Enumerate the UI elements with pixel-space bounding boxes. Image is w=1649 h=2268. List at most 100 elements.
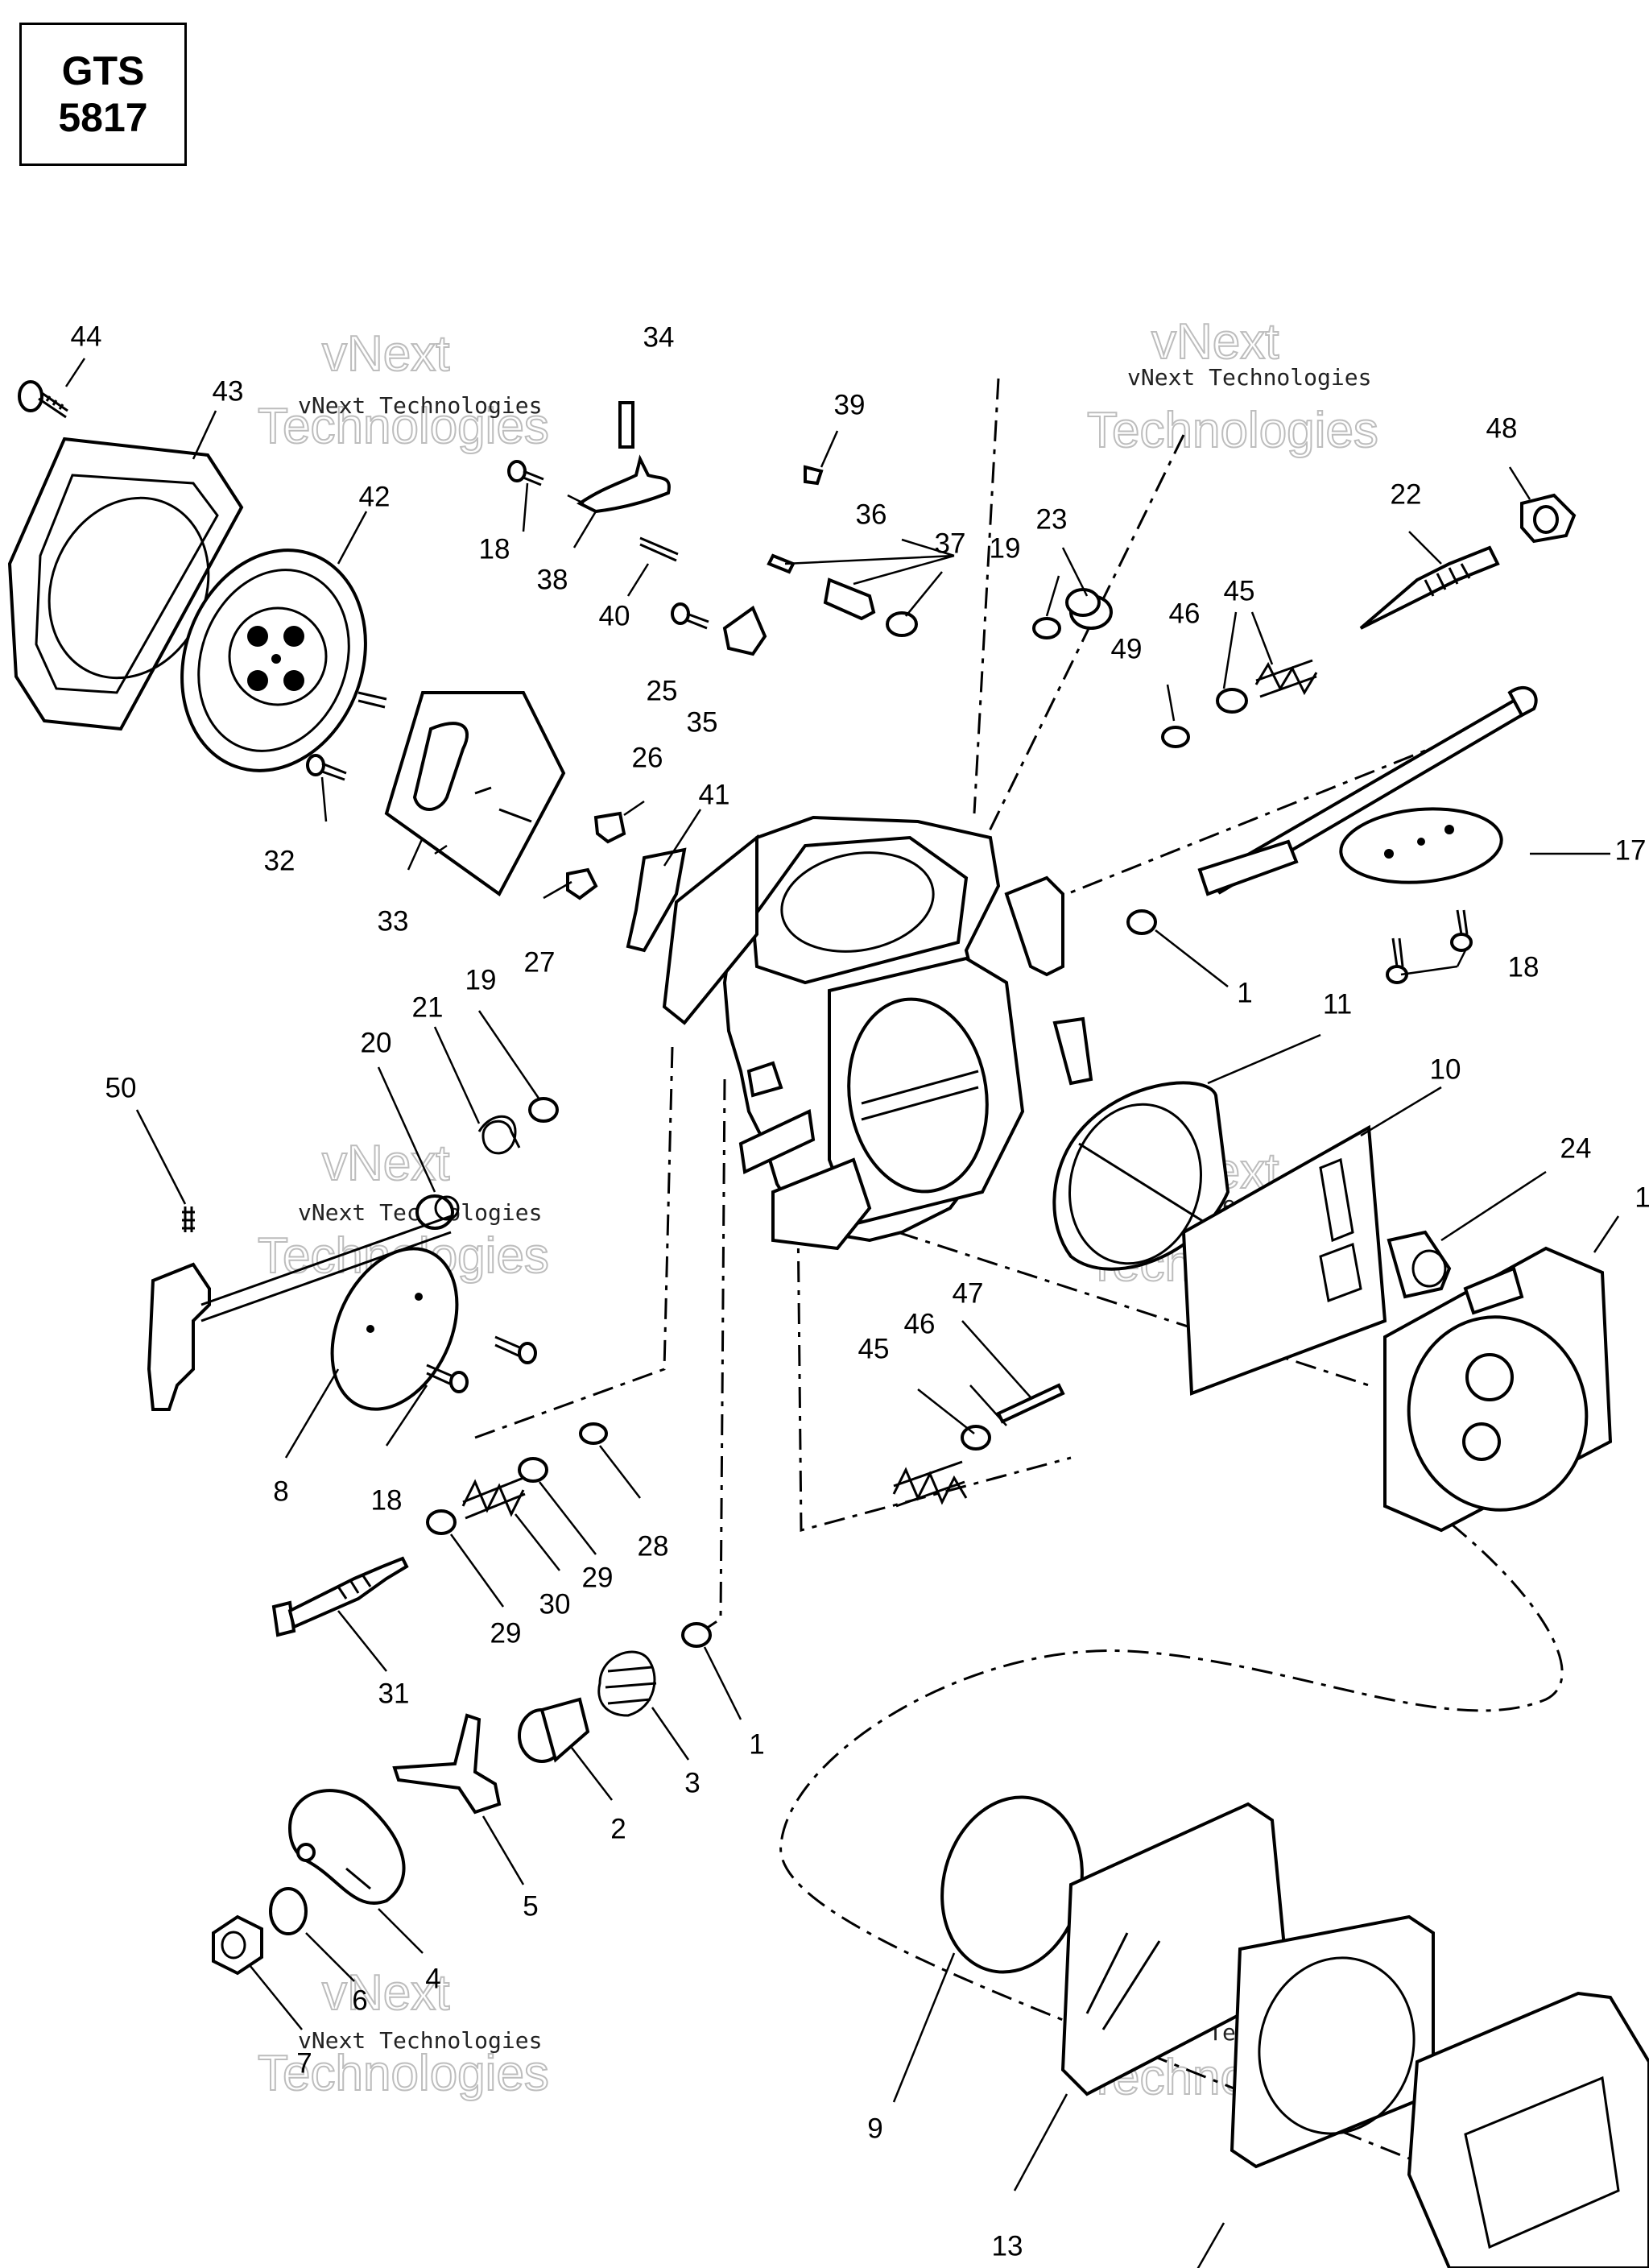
assembly-line bbox=[474, 1046, 674, 1439]
watermark-text: vNext Technologies bbox=[298, 392, 542, 419]
callout-44: 44 bbox=[71, 321, 102, 352]
watermark-bottom-left: vNext Technologies vNext Technologies bbox=[257, 1964, 550, 2102]
part-19-oring bbox=[1032, 617, 1061, 639]
callout-1-far-right: 1 bbox=[1635, 1182, 1649, 1213]
callout-48: 48 bbox=[1486, 412, 1518, 444]
part-45-spring bbox=[1254, 659, 1318, 698]
callout-8: 8 bbox=[273, 1475, 288, 1507]
assembly-line bbox=[696, 1078, 726, 1637]
part-5-lever bbox=[392, 1713, 502, 1815]
part-34-pin bbox=[618, 401, 634, 449]
callout-25: 25 bbox=[647, 675, 678, 706]
part-38-lever bbox=[577, 454, 671, 514]
callout-34: 34 bbox=[643, 321, 675, 353]
part-22-needle bbox=[1359, 545, 1500, 630]
part-19-oring-mid bbox=[528, 1097, 559, 1123]
callout-47: 47 bbox=[953, 1277, 984, 1309]
watermark-big-word: Technologies bbox=[258, 2046, 549, 2101]
callout-41: 41 bbox=[699, 779, 730, 810]
watermark-big-word: Technologies bbox=[1087, 403, 1378, 458]
callout-36: 36 bbox=[856, 499, 887, 530]
callout-29-left: 29 bbox=[490, 1617, 522, 1649]
callout-24: 24 bbox=[1560, 1132, 1592, 1164]
part-7-nut bbox=[212, 1914, 263, 1976]
callout-32: 32 bbox=[264, 845, 295, 876]
callout-17: 17 bbox=[1615, 834, 1647, 866]
part-35-clip bbox=[722, 605, 767, 656]
part-14-plate bbox=[1230, 1914, 1435, 2169]
assembly-line bbox=[973, 378, 1000, 814]
part-26-jet bbox=[593, 811, 626, 844]
part-46-washer bbox=[1216, 688, 1248, 714]
callout-43: 43 bbox=[213, 375, 244, 407]
part-39-valve bbox=[804, 465, 824, 486]
part-10-plate bbox=[1181, 1124, 1387, 1396]
watermark-top-left: vNext Technologies vNext Technologies bbox=[257, 325, 550, 455]
callout-27: 27 bbox=[524, 946, 556, 978]
watermark-top-right: vNext Technologies vNext Technologies bbox=[1086, 313, 1379, 459]
callout-39: 39 bbox=[834, 389, 866, 420]
part-46-washer-lower bbox=[961, 1425, 991, 1451]
part-48-cap bbox=[1520, 493, 1577, 544]
part-37-oring bbox=[886, 611, 918, 637]
part-8-choke-shaft bbox=[147, 1215, 459, 1411]
part-21-spring bbox=[477, 1115, 521, 1155]
watermark-big-word: Technologies bbox=[258, 399, 549, 454]
callout-37: 37 bbox=[935, 528, 966, 559]
callout-23: 23 bbox=[1036, 503, 1068, 535]
part-40-pin bbox=[639, 536, 679, 562]
assembly-line bbox=[796, 1135, 1072, 1532]
part-49-oring bbox=[1161, 726, 1190, 748]
callout-28: 28 bbox=[638, 1530, 669, 1562]
part-1-oring-lower bbox=[681, 1622, 712, 1648]
callout-22: 22 bbox=[1391, 478, 1422, 510]
callout-35: 35 bbox=[687, 706, 718, 738]
part-17-throttle-shaft bbox=[1197, 686, 1538, 896]
callout-7: 7 bbox=[296, 2047, 312, 2079]
part-42-diaphragm bbox=[180, 548, 367, 772]
part-18-screw-top bbox=[507, 460, 544, 486]
carburetor-body bbox=[662, 815, 1093, 1251]
callout-38: 38 bbox=[537, 564, 568, 595]
part-6-washer bbox=[269, 1887, 308, 1935]
callout-20: 20 bbox=[361, 1027, 392, 1058]
callout-26: 26 bbox=[632, 742, 663, 773]
part-2-bushing bbox=[518, 1697, 590, 1763]
callout-5: 5 bbox=[523, 1890, 538, 1922]
callout-labels: 44 43 34 39 48 42 36 37 22 18 38 23 19 4… bbox=[71, 321, 1649, 2262]
callout-45-lower: 45 bbox=[858, 1333, 890, 1364]
callout-19-top: 19 bbox=[990, 532, 1021, 564]
watermark-big-word: vNext bbox=[322, 1965, 449, 2021]
part-29-oring bbox=[518, 1457, 548, 1483]
callout-46-top: 46 bbox=[1169, 598, 1201, 629]
model-code-box: GTS 5817 bbox=[19, 23, 187, 166]
callout-10: 10 bbox=[1430, 1053, 1461, 1085]
callout-1-right: 1 bbox=[1237, 977, 1252, 1008]
model-code-line2: 5817 bbox=[58, 95, 148, 140]
part-12-pump-cover bbox=[1383, 1246, 1613, 1533]
callout-9: 9 bbox=[867, 2113, 882, 2144]
callout-1-lower: 1 bbox=[749, 1728, 764, 1760]
part-47-pin bbox=[996, 1383, 1065, 1424]
part-24-cap bbox=[1387, 1230, 1452, 1299]
part-44-screw bbox=[18, 380, 68, 419]
callout-40: 40 bbox=[599, 600, 630, 631]
callout-45-top: 45 bbox=[1224, 575, 1255, 606]
part-15-pump-body bbox=[1407, 1991, 1649, 2268]
part-29-oring-lower bbox=[426, 1509, 457, 1535]
assembly-line bbox=[977, 434, 1185, 855]
part-1-oring bbox=[1126, 909, 1157, 935]
callout-31: 31 bbox=[378, 1678, 410, 1709]
part-3-spring bbox=[597, 1650, 657, 1717]
part-45-spring-lower bbox=[892, 1460, 968, 1508]
callout-2: 2 bbox=[610, 1813, 626, 1844]
watermark-big-word: vNext bbox=[322, 326, 449, 382]
callout-18-left: 18 bbox=[371, 1484, 403, 1516]
callout-11: 11 bbox=[1323, 988, 1352, 1020]
callout-4: 4 bbox=[425, 1963, 440, 1994]
leader-lines bbox=[64, 358, 1620, 2268]
watermark-big-word: vNext bbox=[322, 1136, 449, 1191]
part-30-spring bbox=[461, 1476, 526, 1520]
part-27-jet bbox=[566, 867, 598, 900]
